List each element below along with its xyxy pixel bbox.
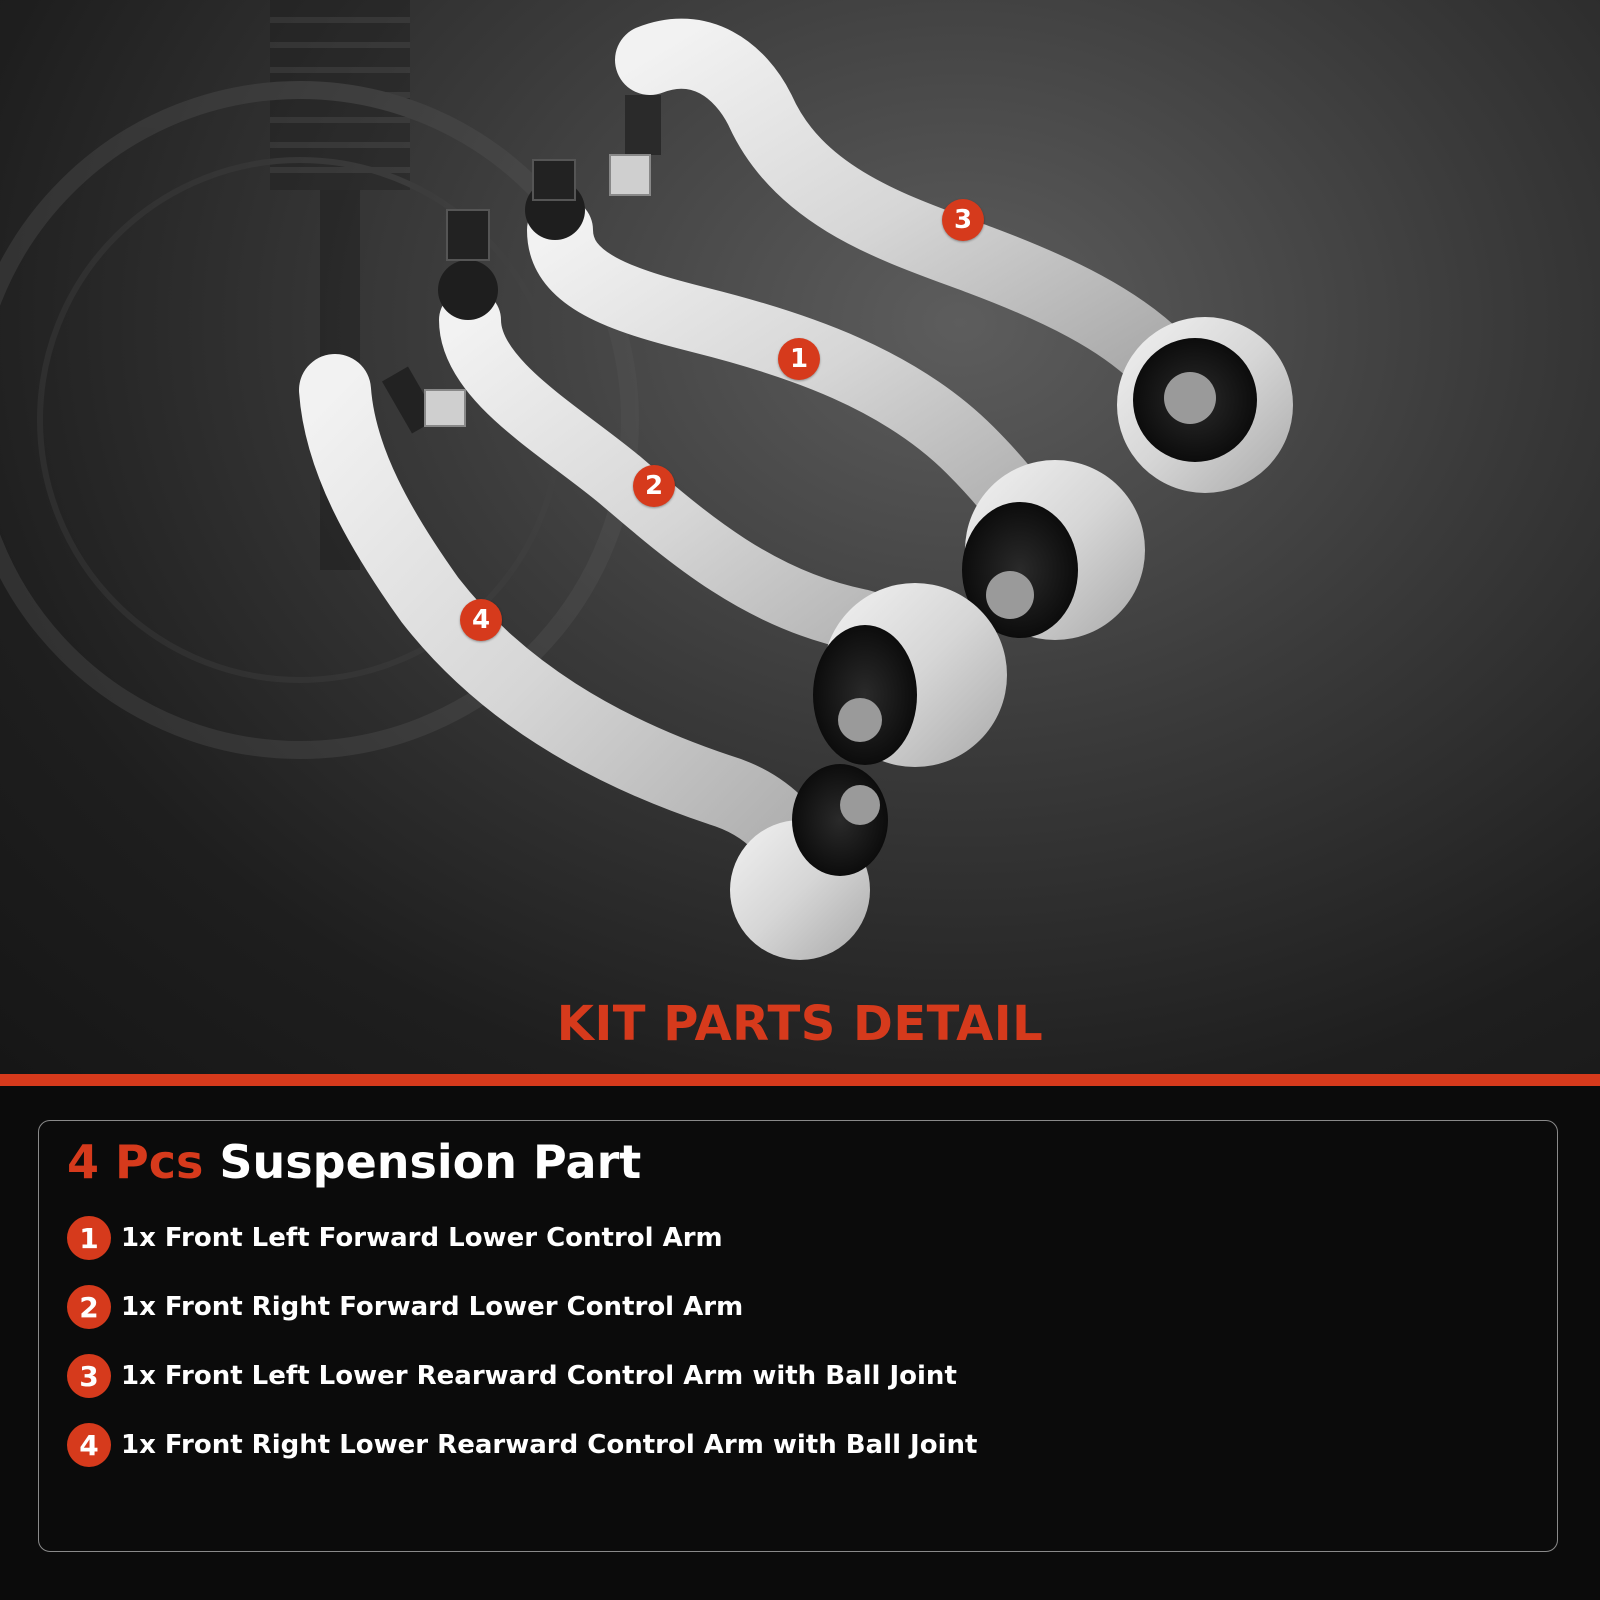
control-arm-1	[525, 159, 1145, 640]
heading-title: Suspension Part	[219, 1135, 642, 1189]
list-item: 4 1x Front Right Lower Rearward Control …	[67, 1422, 977, 1468]
item-text: 1x Front Left Forward Lower Control Arm	[121, 1223, 723, 1253]
callout-1: 1	[778, 338, 820, 380]
item-number-badge: 2	[67, 1285, 111, 1329]
item-text: 1x Front Left Lower Rearward Control Arm…	[121, 1361, 957, 1391]
item-number-badge: 3	[67, 1354, 111, 1398]
callout-4: 4	[460, 599, 502, 641]
list-item: 3 1x Front Left Lower Rearward Control A…	[67, 1353, 957, 1399]
product-photo: 3 1 2 4	[0, 0, 1600, 1076]
callout-2: 2	[633, 465, 675, 507]
piece-count: 4 Pcs	[67, 1135, 204, 1189]
item-number-badge: 4	[67, 1423, 111, 1467]
list-item: 2 1x Front Right Forward Lower Control A…	[67, 1284, 743, 1330]
control-arm-2	[438, 209, 1007, 767]
callout-3: 3	[942, 199, 984, 241]
control-arm-3	[609, 18, 1293, 493]
item-number-badge: 1	[67, 1216, 111, 1260]
control-arm-4	[299, 354, 888, 960]
kit-parts-title: KIT PARTS DETAIL	[556, 996, 1044, 1052]
item-text: 1x Front Right Forward Lower Control Arm	[121, 1292, 744, 1322]
parts-list-panel: 4 Pcs Suspension Part 1 1x Front Left Fo…	[38, 1120, 1558, 1552]
divider	[0, 1074, 1600, 1086]
panel-heading: 4 Pcs Suspension Part	[67, 1135, 641, 1189]
control-arms-illustration	[0, 17, 1293, 960]
list-item: 1 1x Front Left Forward Lower Control Ar…	[67, 1215, 723, 1261]
item-text: 1x Front Right Lower Rearward Control Ar…	[121, 1430, 978, 1460]
